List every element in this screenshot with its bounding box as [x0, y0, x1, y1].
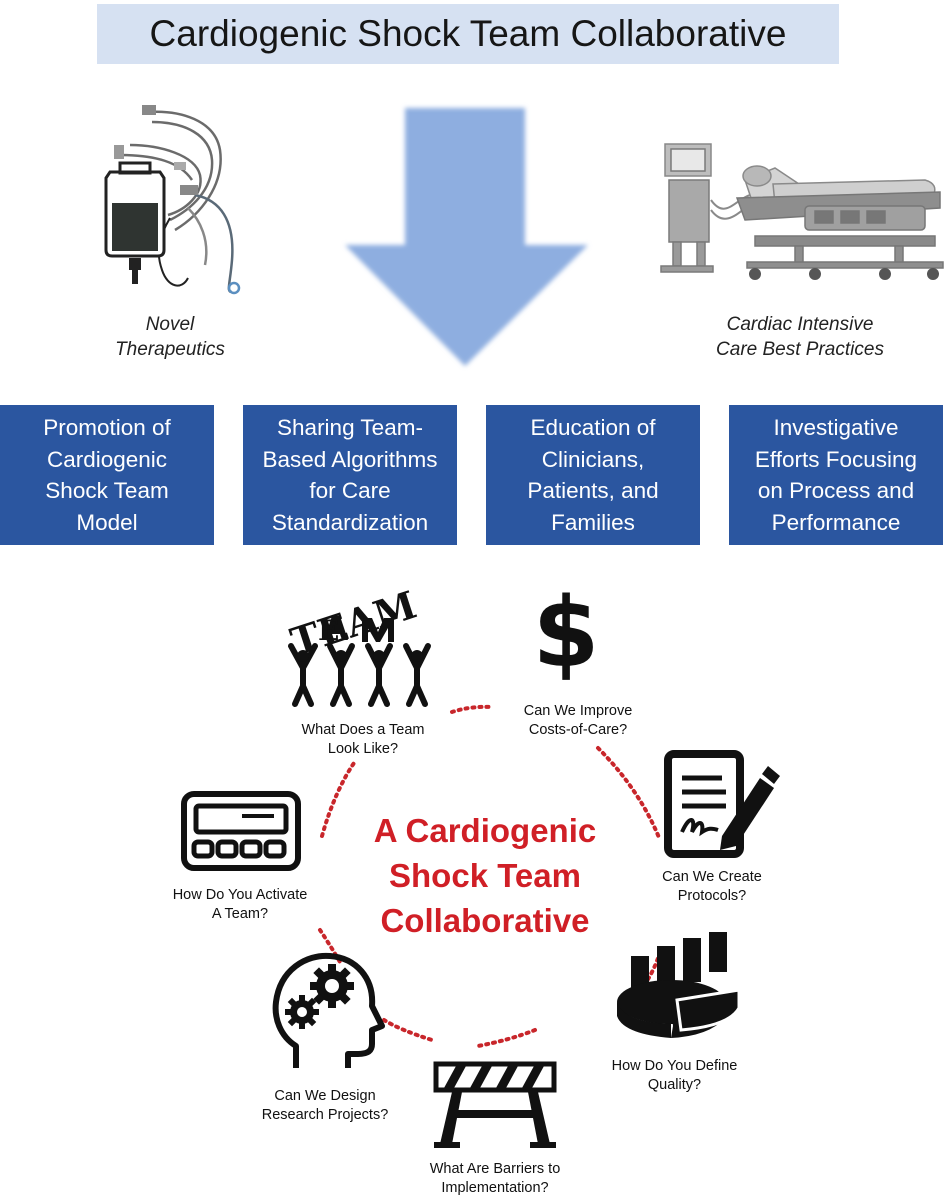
team-letter-e: E [318, 614, 339, 647]
pillar-box-promotion: Promotion of Cardiogenic Shock Team Mode… [0, 405, 214, 545]
title-banner: Cardiogenic Shock Team Collaborative [97, 4, 839, 64]
question-line: How Do You Define [611, 1058, 738, 1074]
pillar-line: Model [76, 509, 138, 535]
center-line: A Cardiogenic [373, 812, 597, 849]
caption-line: Cardiac Intensive [726, 314, 874, 335]
pillar-line: on Process and [757, 478, 915, 503]
question-line: How Do You Activate [172, 887, 308, 903]
pillar-line: Promotion of [43, 415, 171, 440]
caption-line: Novel [145, 314, 195, 335]
pillar-line: Education of [530, 415, 656, 440]
pillar-box-investigative: Investigative Efforts Focusing on Proces… [729, 405, 943, 545]
novel-therapeutics-caption: Novel Therapeutics [70, 312, 270, 362]
pillar-box-algorithms: Sharing Team- Based Algorithms for Care … [243, 405, 457, 545]
question-line: Look Like? [327, 741, 399, 757]
question-line: Quality? [647, 1077, 702, 1093]
question-line: Can We Create [662, 869, 762, 885]
pillar-line: Investigative [773, 415, 899, 440]
barricade-icon [433, 1061, 557, 1148]
pillar-line: Shock Team [45, 478, 169, 503]
pillar-line: Clinicians, [541, 446, 645, 472]
team-people-icon: TEAM E [285, 582, 431, 707]
pillar-line: for Care [309, 478, 391, 503]
quality-question-label: How Do You Define Quality? [592, 1057, 757, 1095]
question-line: Protocols? [677, 888, 747, 904]
barriers-question-label: What Are Barriers to Implementation? [405, 1160, 585, 1198]
activate-question-label: How Do You Activate A Team? [155, 886, 325, 924]
caption-line: Therapeutics [115, 339, 225, 360]
question-line: What Are Barriers to [429, 1161, 561, 1177]
chart-pie-icon [617, 932, 741, 1038]
question-line: Implementation? [441, 1180, 549, 1196]
pillar-line: Efforts Focusing [754, 446, 918, 472]
icu-bed-icon [660, 143, 944, 280]
iv-bag-catheter-icon [104, 105, 241, 295]
collaborative-center-label: A Cardiogenic Shock Team Collaborative [350, 808, 620, 943]
question-line: Can We Improve [523, 703, 633, 719]
caption-line: Care Best Practices [716, 339, 884, 360]
document-signature-icon [664, 750, 780, 858]
question-line: Costs-of-Care? [528, 722, 628, 738]
pillar-box-education: Education of Clinicians, Patients, and F… [486, 405, 700, 545]
pillar-line: Patients, and [527, 478, 659, 503]
cardiac-icu-caption: Cardiac Intensive Care Best Practices [690, 312, 910, 362]
pillar-line: Families [551, 509, 635, 535]
costs-question-label: Can We Improve Costs-of-Care? [498, 702, 658, 740]
pillar-line: Sharing Team- [277, 415, 423, 440]
question-line: Can We Design [274, 1088, 376, 1104]
page-title: Cardiogenic Shock Team Collaborative [149, 13, 787, 54]
head-gears-icon [272, 952, 385, 1068]
question-line: What Does a Team [301, 722, 425, 738]
pillar-line: Performance [771, 509, 901, 535]
pillar-line: Cardiogenic [46, 446, 168, 472]
question-line: A Team? [211, 906, 269, 922]
center-line: Shock Team [389, 857, 581, 894]
protocols-question-label: Can We Create Protocols? [632, 868, 792, 906]
pillar-line: Standardization [271, 509, 429, 535]
center-line: Collaborative [380, 902, 590, 939]
research-question-label: Can We Design Research Projects? [245, 1087, 405, 1125]
pager-icon [181, 791, 301, 871]
pillar-line: Based Algorithms [262, 446, 438, 472]
dollar-sign-icon: $ [532, 577, 600, 689]
down-arrow-icon [345, 108, 588, 366]
question-line: Research Projects? [261, 1107, 389, 1123]
team-question-label: What Does a Team Look Like? [278, 721, 448, 759]
